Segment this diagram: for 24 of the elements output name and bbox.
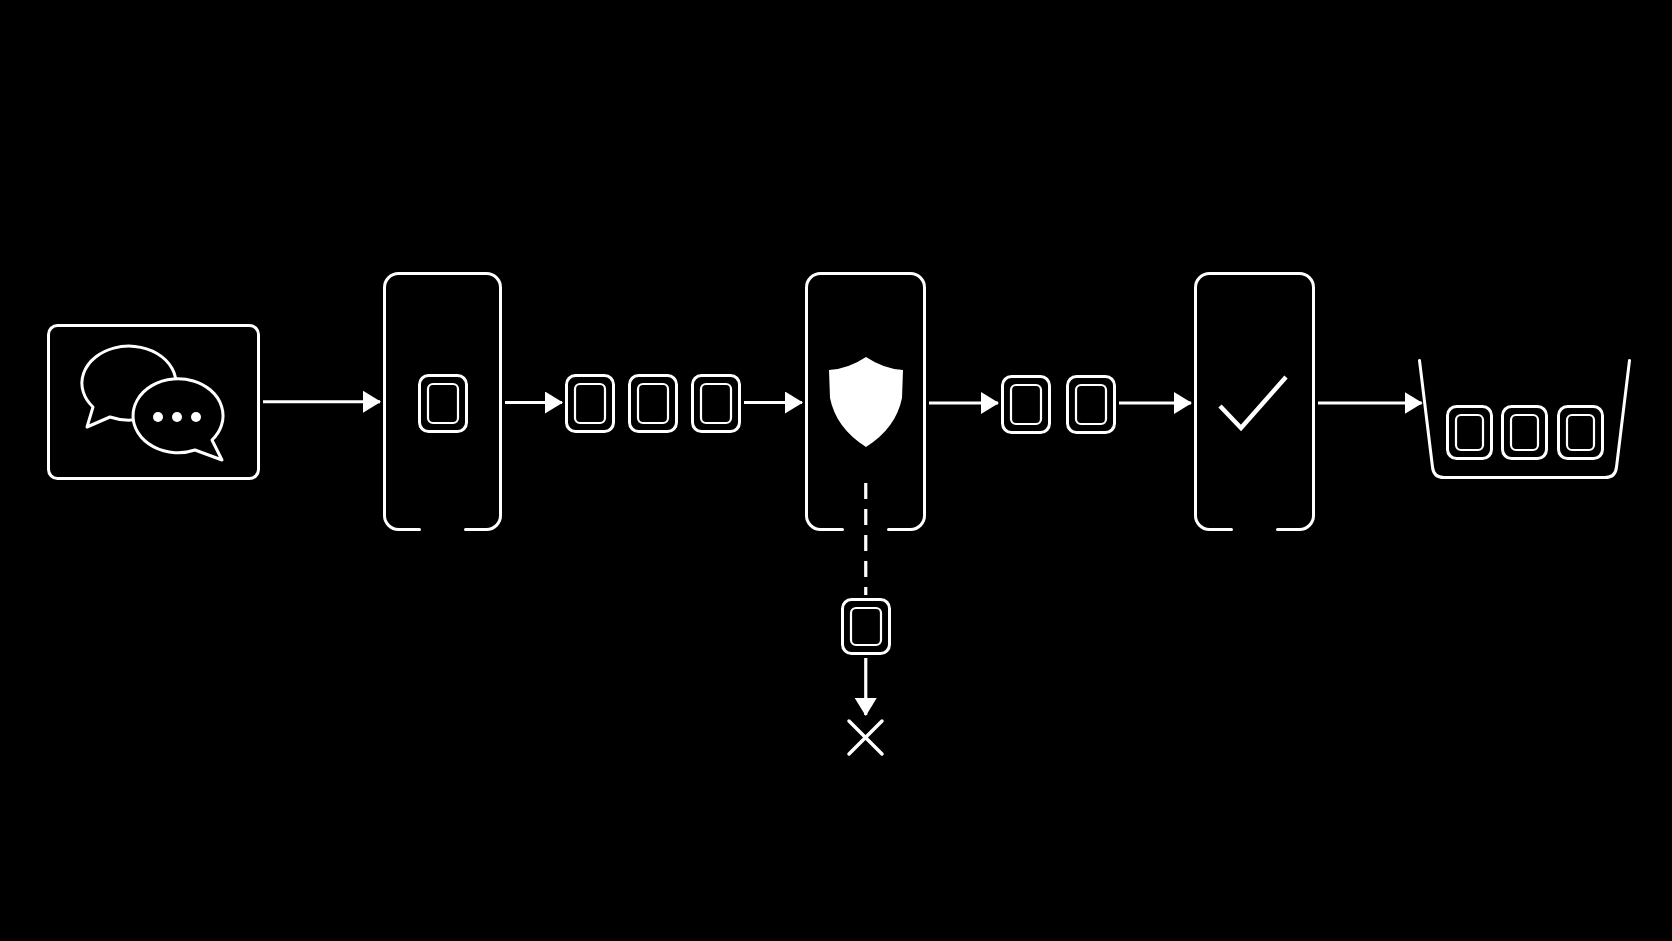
arrow — [744, 391, 803, 414]
device-frame — [383, 272, 502, 531]
cross-mark — [846, 718, 885, 757]
token-tile — [691, 374, 741, 433]
token-tile — [628, 374, 678, 433]
token-tile — [1066, 375, 1116, 434]
bin-container — [1418, 359, 1631, 479]
message-card — [47, 324, 260, 480]
arrow — [505, 391, 563, 414]
token-tile — [565, 374, 615, 433]
arrow — [263, 390, 381, 413]
dashed-line — [864, 483, 868, 595]
token-tile — [418, 374, 468, 433]
device-frame — [1194, 272, 1315, 531]
arrow — [854, 658, 877, 716]
token-tile — [1557, 405, 1604, 460]
token-tile — [1001, 375, 1051, 434]
arrow — [1318, 392, 1423, 414]
token-tile — [1501, 405, 1548, 460]
device-frame — [805, 272, 926, 531]
arrow — [929, 392, 999, 414]
token-tile — [1446, 405, 1493, 460]
token-tile — [841, 598, 891, 655]
arrow — [1119, 392, 1192, 414]
